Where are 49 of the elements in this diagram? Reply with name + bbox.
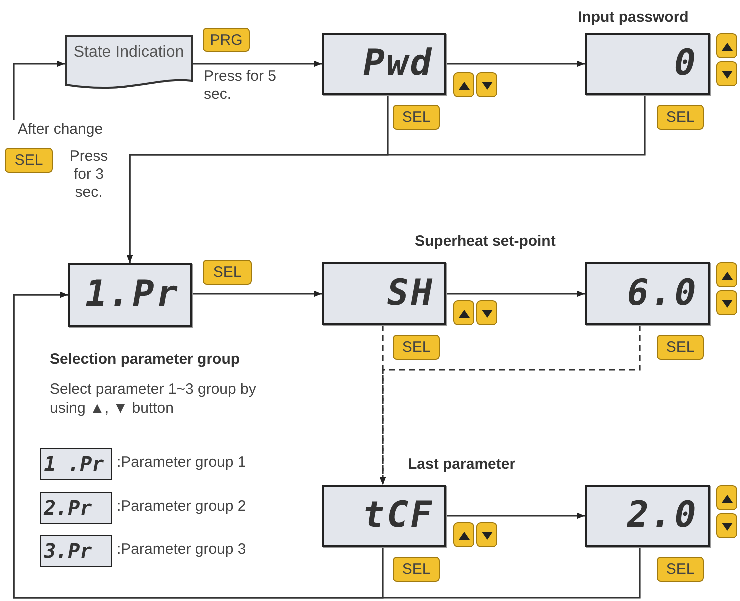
key-button: SEL [657, 105, 704, 130]
lcd-display [585, 33, 710, 95]
lcd-display [322, 262, 446, 325]
arrow [446, 60, 585, 68]
display-readout: 3.Pr [42, 541, 94, 561]
lcd-display [68, 263, 192, 327]
arrow [126, 95, 646, 263]
node-text: State Indication [72, 43, 186, 62]
key-button: PRG [203, 28, 250, 52]
arrow [13, 292, 641, 599]
note-text: Select parameter 1~3 group by using ▲, ▼ button [50, 380, 258, 418]
note-text: :Parameter group 2 [117, 498, 246, 516]
note-text: :Parameter group 3 [117, 541, 246, 559]
display-readout: SH [383, 276, 438, 312]
note-text: Press for 3 sec. [68, 148, 110, 202]
arrow [446, 290, 585, 298]
arrow [380, 325, 641, 485]
heading-text: Last parameter [408, 455, 517, 474]
heading-text: Superheat set-point [415, 232, 557, 251]
heading-text: Input password [578, 8, 690, 27]
edge-label: After change [18, 121, 104, 139]
lcd-display [40, 492, 112, 524]
arrow [192, 290, 322, 298]
display-readout: 1 .Pr [42, 454, 106, 474]
key-button: SEL [393, 557, 440, 582]
display-readout: 2.0 [624, 498, 702, 534]
display-readout: Pwd [360, 46, 438, 82]
key-button: SEL [5, 148, 53, 173]
heading-text: Selection parameter group [50, 350, 242, 369]
lcd-display [585, 485, 710, 547]
lcd-display [322, 33, 446, 95]
arrow [13, 60, 65, 120]
display-readout: 2.Pr [42, 498, 94, 518]
key-button: SEL [657, 335, 704, 360]
display-readout: 1.Pr [82, 277, 184, 313]
key-button: SEL [393, 335, 440, 360]
key-button: SEL [393, 105, 440, 130]
lcd-display [585, 262, 710, 325]
key-button: SEL [203, 260, 252, 285]
arrow [193, 60, 322, 68]
lcd-display [40, 448, 112, 480]
key-button: SEL [657, 557, 704, 582]
arrow [446, 512, 585, 520]
lcd-display [322, 485, 446, 547]
display-readout: 6.0 [624, 276, 702, 312]
display-readout: tCF [360, 498, 438, 534]
display-readout: 0 [671, 46, 702, 82]
lcd-display [40, 535, 112, 567]
note-text: :Parameter group 1 [117, 454, 246, 472]
